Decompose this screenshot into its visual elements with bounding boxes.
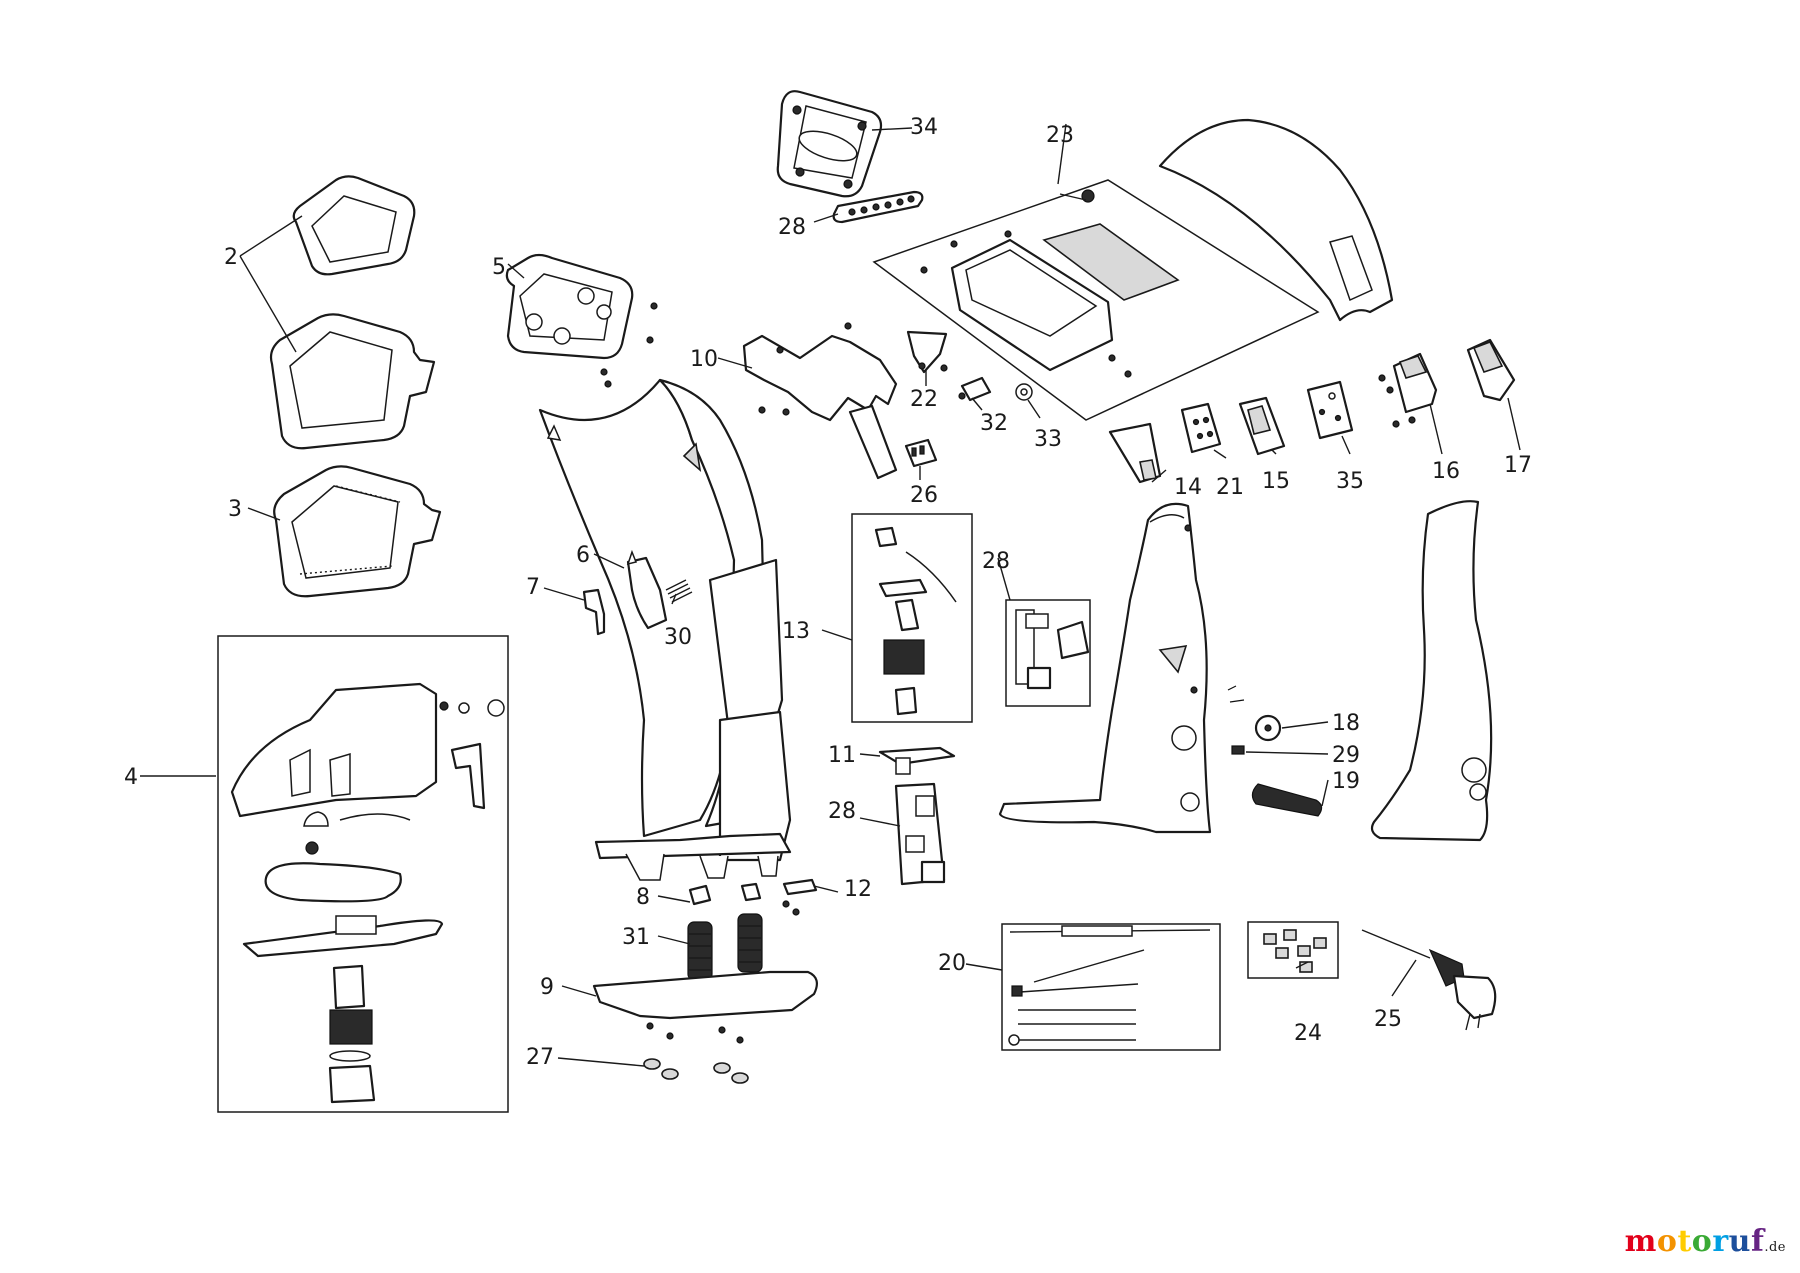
part-27-feet bbox=[643, 1022, 749, 1084]
watermark-letter: u bbox=[1728, 1224, 1751, 1259]
watermark-letter: o bbox=[1656, 1224, 1678, 1259]
label-26: 26 bbox=[910, 483, 938, 508]
watermark-letter: m bbox=[1624, 1224, 1657, 1259]
label-8: 8 bbox=[636, 885, 650, 910]
part-17-knob bbox=[1466, 338, 1516, 402]
label-28-middle: 28 bbox=[982, 549, 1010, 574]
housing-right-half bbox=[1370, 500, 1493, 842]
label-23: 23 bbox=[1046, 123, 1074, 148]
part-20-cable-kit bbox=[1001, 923, 1221, 1051]
watermark-letter: f bbox=[1750, 1224, 1765, 1259]
label-15: 15 bbox=[1262, 469, 1290, 494]
part-24-small-parts-box bbox=[1247, 921, 1339, 979]
label-14: 14 bbox=[1174, 475, 1202, 500]
part-10-bracket bbox=[742, 322, 898, 480]
part-6-trigger bbox=[626, 549, 668, 630]
label-4: 4 bbox=[124, 765, 138, 790]
part-32-clip bbox=[958, 376, 992, 402]
part-5-back-plate bbox=[505, 253, 658, 388]
part-35-label-panel bbox=[1306, 380, 1354, 440]
part-8-nozzle bbox=[688, 882, 762, 906]
part-31-springs bbox=[687, 913, 763, 981]
label-12: 12 bbox=[844, 877, 872, 902]
label-32: 32 bbox=[980, 411, 1008, 436]
part-18-cap bbox=[1254, 714, 1282, 742]
part-29-screw bbox=[1227, 685, 1245, 755]
part-9-base-plate bbox=[592, 970, 819, 1020]
label-33: 33 bbox=[1034, 427, 1062, 452]
label-17: 17 bbox=[1504, 453, 1532, 478]
part-2-frame-lower bbox=[269, 313, 436, 450]
part-12-clip bbox=[782, 878, 818, 916]
label-30: 30 bbox=[664, 625, 692, 650]
watermark-letter: r bbox=[1712, 1224, 1729, 1259]
label-2: 2 bbox=[224, 245, 238, 270]
watermark-letter: o bbox=[1691, 1224, 1713, 1259]
label-19: 19 bbox=[1332, 769, 1360, 794]
label-5: 5 bbox=[492, 255, 506, 280]
label-21: 21 bbox=[1216, 475, 1244, 500]
label-28-top: 28 bbox=[778, 215, 806, 240]
label-28-lower: 28 bbox=[828, 799, 856, 824]
part-26-switch bbox=[904, 438, 938, 468]
label-3: 3 bbox=[228, 497, 242, 522]
part-11-sensor bbox=[878, 746, 956, 775]
label-10: 10 bbox=[690, 347, 718, 372]
label-22: 22 bbox=[910, 387, 938, 412]
part-2-frame-upper bbox=[292, 175, 416, 276]
label-6: 6 bbox=[576, 543, 590, 568]
part-33-ring bbox=[1015, 383, 1033, 401]
label-34: 34 bbox=[910, 115, 938, 140]
label-27: 27 bbox=[526, 1045, 554, 1070]
label-31: 31 bbox=[622, 925, 650, 950]
label-13: 13 bbox=[782, 619, 810, 644]
part-number-labels: 2 3 4 5 6 7 8 9 10 11 12 13 14 15 16 17 … bbox=[124, 115, 1532, 1070]
part-28-circuit-board-lower bbox=[894, 782, 946, 886]
label-16: 16 bbox=[1432, 459, 1460, 484]
part-28-circuit-board-box bbox=[1005, 599, 1091, 707]
motoruf-watermark-logo: motoruf.de bbox=[1625, 1224, 1786, 1259]
label-7: 7 bbox=[526, 575, 540, 600]
label-24: 24 bbox=[1294, 1021, 1322, 1046]
part-30-spring bbox=[665, 579, 693, 603]
part-15-button bbox=[1238, 396, 1286, 456]
part-23-tray-assembly bbox=[872, 179, 1320, 421]
part-cover-top bbox=[1158, 118, 1394, 322]
part-14-button bbox=[1108, 422, 1162, 484]
part-25-power-plug bbox=[1361, 929, 1497, 1031]
part-21-panel bbox=[1180, 402, 1222, 454]
watermark-tld: .de bbox=[1764, 1240, 1786, 1255]
label-20: 20 bbox=[938, 951, 966, 976]
part-19-grip bbox=[1251, 783, 1323, 817]
housing-left-half bbox=[998, 502, 1212, 834]
label-9: 9 bbox=[540, 975, 554, 1000]
part-13-pump-assembly bbox=[851, 513, 973, 723]
label-11: 11 bbox=[828, 743, 856, 768]
part-7-lever bbox=[582, 588, 606, 636]
part-34-seal-plate bbox=[776, 90, 883, 198]
label-18: 18 bbox=[1332, 711, 1360, 736]
label-29: 29 bbox=[1332, 743, 1360, 768]
part-4-tank-assembly bbox=[217, 635, 509, 1113]
label-35: 35 bbox=[1336, 469, 1364, 494]
part-28-seal-strip bbox=[832, 190, 924, 224]
label-25: 25 bbox=[1374, 1007, 1402, 1032]
part-16-knob bbox=[1378, 352, 1438, 428]
watermark-letter: t bbox=[1677, 1224, 1692, 1259]
part-22-clip bbox=[906, 330, 948, 374]
part-3-frame-insert bbox=[273, 465, 442, 598]
leader-lines bbox=[140, 123, 1521, 1067]
watermark-name: motoruf bbox=[1625, 1224, 1765, 1259]
